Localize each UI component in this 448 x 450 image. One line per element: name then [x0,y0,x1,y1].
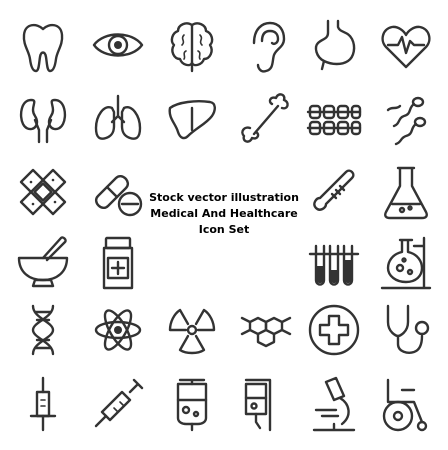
flask-icon [374,160,438,224]
brain-icon [160,13,224,77]
test-tubes-icon [302,230,366,294]
lab-flask-stand-icon [374,230,438,294]
kidneys-icon [11,86,75,150]
wheelchair-icon [374,372,438,436]
medicine-bottle-icon [86,230,150,294]
medical-cross-icon [302,298,366,362]
sperm-icon [374,86,438,150]
thermometer-icon [302,160,366,224]
tooth-icon [11,13,75,77]
lungs-icon [86,86,150,150]
dna-icon [11,298,75,362]
heartbeat-icon [374,13,438,77]
caption: Stock vector illustration Medical And He… [144,190,304,238]
bandage-icon [11,160,75,224]
iv-drip-icon [232,372,296,436]
caption-line-1: Stock vector illustration [149,191,299,204]
injection-icon [86,372,150,436]
ear-icon [232,13,296,77]
atom-icon [86,298,150,362]
eye-icon [86,13,150,77]
caption-line-2: Medical And Healthcare [150,207,298,220]
molecule-icon [232,298,296,362]
iv-bag-icon [160,372,224,436]
pills-icon [86,160,150,224]
stethoscope-icon [374,298,438,362]
liver-icon [160,86,224,150]
stomach-icon [302,13,366,77]
bone-icon [232,86,296,150]
syringe-icon [11,372,75,436]
microscope-icon [302,372,366,436]
dental-braces-icon [302,86,366,150]
caption-line-3: Icon Set [198,223,250,236]
mortar-pestle-icon [11,230,75,294]
radiation-icon [160,298,224,362]
